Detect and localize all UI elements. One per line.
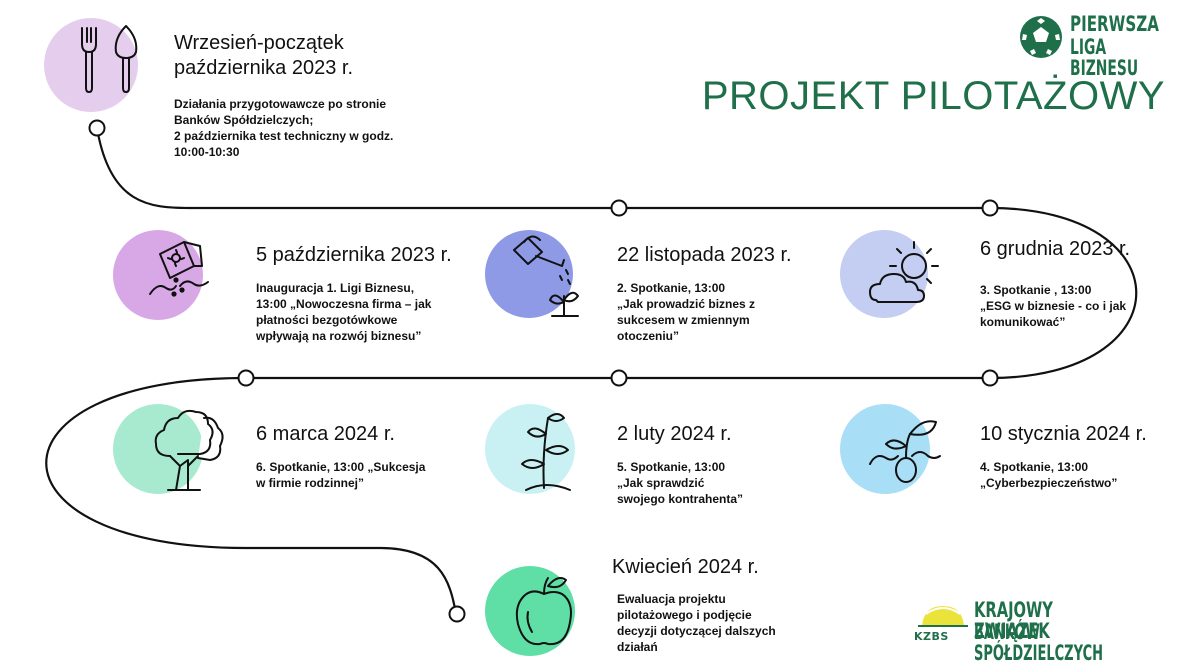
logo-line2: BANKÓW SPÓŁDZIELCZYCH [974,620,1104,665]
watering-can-icon [513,235,579,317]
milestone-description: 2. Spotkanie, 13:00 „Jak prowadzić bizne… [617,281,756,343]
logo-line1: KRAJOWY ZWIĄZEK [974,598,1053,643]
milestone-description: Działania przygotowawcze po stronie Bank… [174,97,394,159]
timeline-node [237,369,255,387]
milestone-description: 4. Spotkanie, 13:00 „Cyberbezpieczeństwo… [980,460,1118,490]
sun-cloud-icon [869,241,939,303]
milestone-date: Wrzesień-początek października 2023 r. [174,32,354,79]
kzbs-logo: KZBS KRAJOWY ZWIĄZEK BANKÓW SPÓŁDZIELCZY… [910,598,1180,664]
milestone-description: Ewaluacja projektu pilotażowego i podjęc… [617,592,776,654]
timeline-node [610,369,628,387]
page-title: PROJEKT PILOTAŻOWY [701,74,1165,118]
milestone-date: 6 grudnia 2023 r. [980,238,1131,260]
milestone-description: 3. Spotkanie , 13:00 „ESG w biznesie - c… [980,283,1127,329]
milestone-date: 2 luty 2024 r. [617,423,732,445]
milestone-description: Inauguracja 1. Ligi Biznesu, 13:00 „Nowo… [256,281,432,343]
timeline-node [448,605,466,623]
milestone-date: 5 października 2023 r. [256,244,452,266]
tree-icon [154,409,224,491]
milestone-date: Kwiecień 2024 r. [612,556,759,578]
timeline-node [610,199,628,217]
logo-line2: LIGA BIZNESU [1070,35,1139,80]
seed-packet-icon [149,241,209,297]
milestone-date: 10 stycznia 2024 r. [980,423,1147,445]
milestone-description: 6. Spotkanie, 13:00 „Sukcesja w firmie r… [256,460,426,490]
timeline-node [981,369,999,387]
football-logo-icon [1020,16,1062,58]
sun-logo-icon [918,606,968,627]
milestone-circle [840,404,930,494]
sprout-icon [869,420,941,483]
apple-icon [515,577,572,646]
milestone-circle [485,404,575,494]
milestone-circle [113,230,203,320]
logo-abbr: KZBS [914,630,949,643]
timeline-node [981,199,999,217]
timeline-node [88,119,106,137]
logo-line1: PIERWSZA [1070,12,1159,36]
milestone-date: 6 marca 2024 r. [256,423,395,445]
garden-tools-icon [81,25,138,93]
liga-biznesu-logo: PIERWSZA LIGA BIZNESU [1018,12,1168,79]
milestone-date: 22 listopada 2023 r. [617,244,792,266]
milestone-description: 5. Spotkanie, 13:00 „Jak sprawdzić swoje… [617,460,744,506]
growing-plant-icon [521,413,571,491]
